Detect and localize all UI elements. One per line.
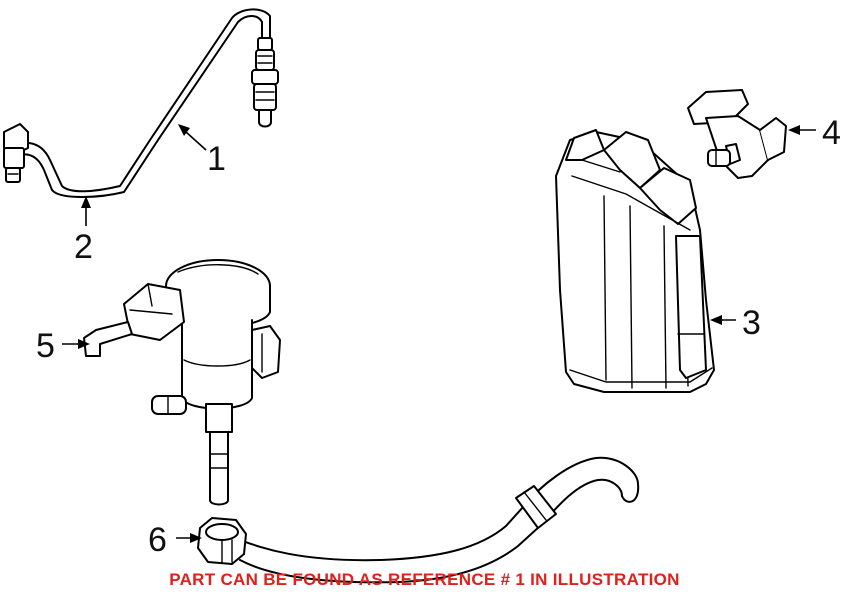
callout-6-arrowhead <box>190 533 202 543</box>
callout-4-label: 4 <box>822 114 841 152</box>
callout-3-arrowhead <box>710 315 722 325</box>
vapor-canister <box>555 129 715 393</box>
callout-2-arrowhead <box>81 196 91 208</box>
callout-5-label: 5 <box>36 327 55 365</box>
vapor-hose <box>197 456 640 584</box>
callout-2-label: 2 <box>74 228 93 266</box>
purge-valve-pump <box>83 259 281 506</box>
callout-3-label: 3 <box>742 304 761 342</box>
reference-note: PART CAN BE FOUND AS REFERENCE # 1 IN IL… <box>169 570 680 589</box>
callout-leaders <box>62 124 816 543</box>
callout-1-label: 1 <box>207 140 226 178</box>
oxygen-sensor-harness <box>3 8 279 198</box>
vent-valve <box>687 89 787 179</box>
callout-4-arrowhead <box>788 125 800 135</box>
callout-5-arrowhead <box>78 339 90 349</box>
callout-6-label: 6 <box>148 521 167 559</box>
callout-1-arrowhead <box>178 124 190 136</box>
